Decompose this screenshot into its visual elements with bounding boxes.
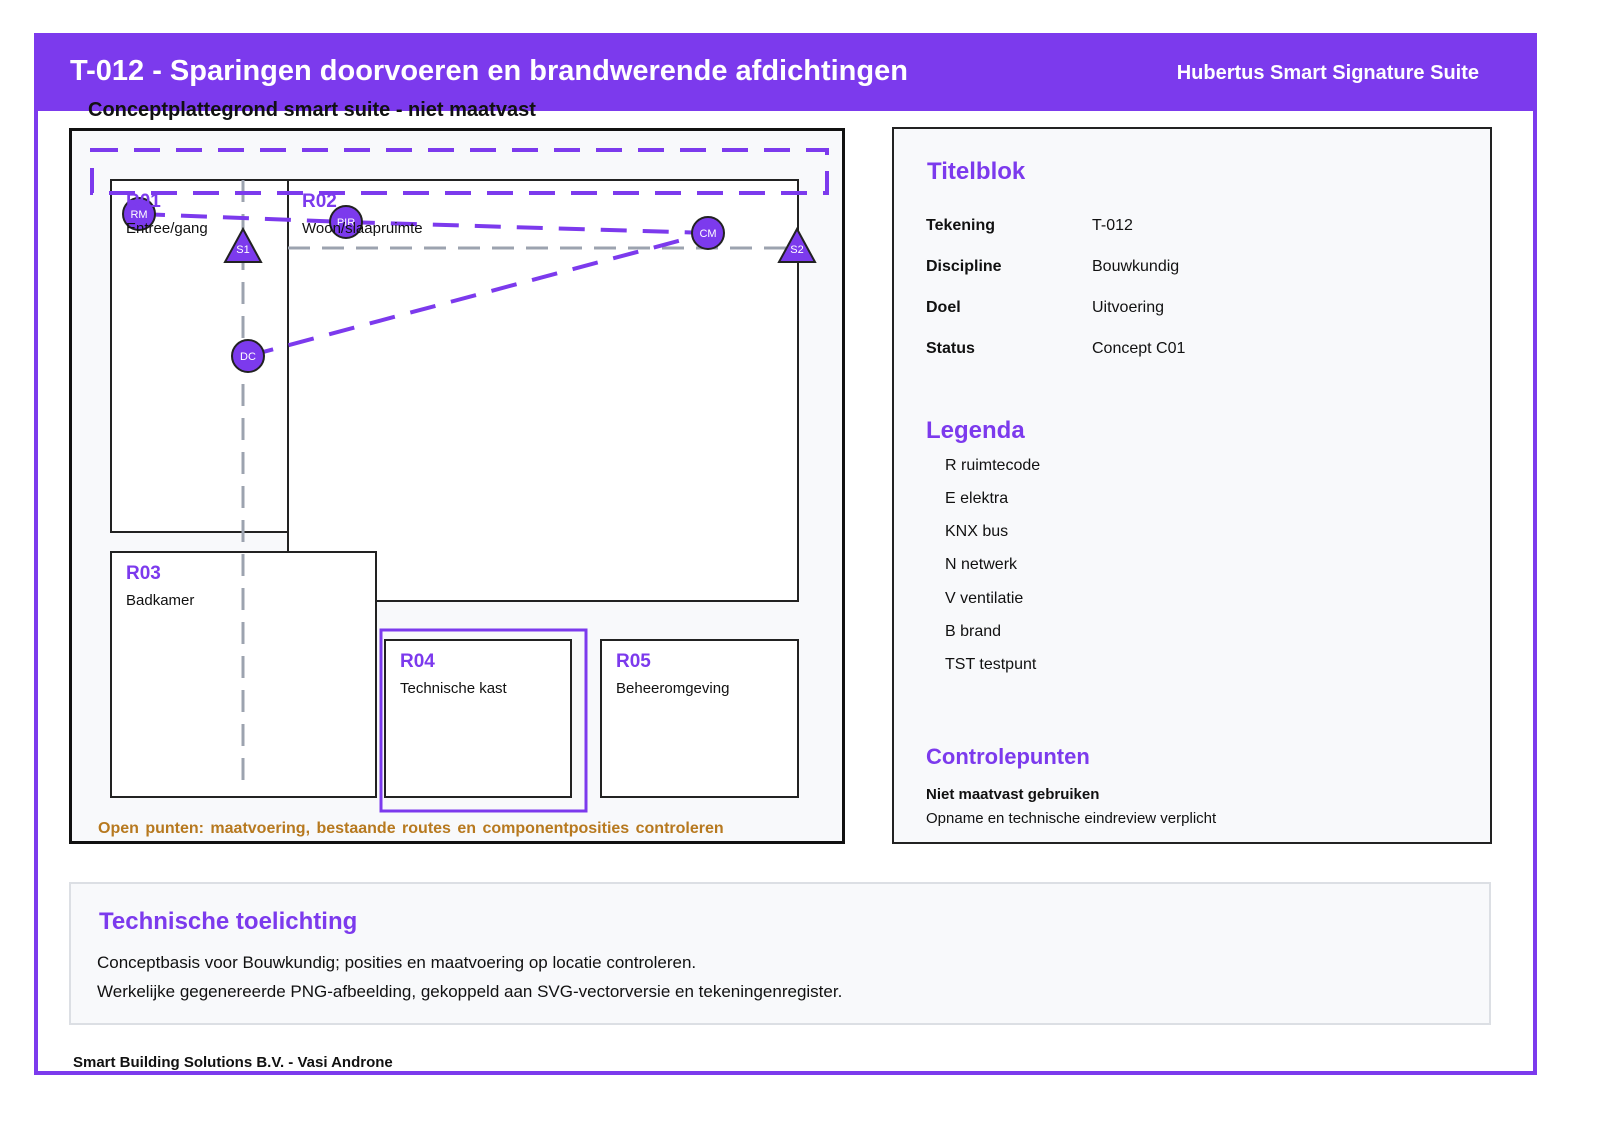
- technical-heading: Technische toelichting: [99, 908, 358, 935]
- s2-penetration-label: S2: [790, 244, 803, 256]
- dc-sensor-symbol: DC: [231, 339, 265, 373]
- s1-penetration-label: S1: [236, 244, 249, 256]
- cm-sensor-symbol: CM: [691, 216, 725, 250]
- room-r04-highlight: [379, 628, 588, 813]
- pir-sensor-symbol: PIR: [329, 205, 363, 239]
- room-r03-code: R03: [126, 563, 161, 584]
- checks-note: Opname en technische eindreview verplich…: [926, 810, 1217, 827]
- titleblock-heading: Titelblok: [927, 158, 1026, 185]
- pir-sensor-label: PIR: [337, 217, 355, 229]
- cable-route-diagonal: [247, 231, 709, 358]
- s2-penetration-symbol: S2: [777, 226, 817, 263]
- checks-bold-note: Niet maatvast gebruiken: [926, 786, 1100, 803]
- drawing-title: T-012 - Sparingen doorvoeren en brandwer…: [70, 55, 908, 87]
- work-zone-boundary: [90, 148, 829, 195]
- technical-line-1: Conceptbasis voor Bouwkundig; posities e…: [97, 953, 697, 972]
- cm-sensor-label: CM: [699, 228, 716, 240]
- tb-val-tekening: T-012: [1092, 217, 1133, 234]
- tb-val-discipline: Bouwkundig: [1092, 258, 1180, 275]
- header-bar: T-012 - Sparingen doorvoeren en brandwer…: [34, 33, 1537, 111]
- dc-sensor-label: DC: [240, 351, 256, 363]
- tb-key-status: Status: [926, 340, 975, 357]
- technical-notes: Technische toelichting Conceptbasis voor…: [69, 882, 1491, 1025]
- tb-key-discipline: Discipline: [926, 258, 1002, 275]
- s1-penetration-symbol: S1: [223, 226, 263, 263]
- room-r02-code: R02: [302, 191, 337, 212]
- room-r04-name: Technische kast: [400, 680, 507, 697]
- legend-item: R ruimtecode: [945, 457, 1041, 474]
- footer-company: Smart Building Solutions B.V. - Vasi And…: [73, 1054, 393, 1071]
- legend-heading: Legenda: [926, 417, 1025, 444]
- room-r05-name: Beheeromgeving: [616, 680, 730, 697]
- room-r04-outline: [384, 639, 572, 798]
- rm-sensor-symbol: RM: [122, 197, 156, 231]
- legend-item: KNX bus: [945, 523, 1009, 540]
- legend-item: N netwerk: [945, 556, 1018, 573]
- room-r01-code: R01: [126, 191, 161, 212]
- tb-val-status: Concept C01: [1092, 340, 1186, 357]
- legend-item: V ventilatie: [945, 590, 1024, 607]
- rm-sensor-label: RM: [130, 209, 147, 221]
- open-points-note: Open punten: maatvoering, bestaande rout…: [98, 820, 724, 837]
- technical-line-2: Werkelijke gegenereerde PNG-afbeelding, …: [97, 982, 843, 1001]
- room-r05-code: R05: [616, 651, 651, 672]
- tb-key-doel: Doel: [926, 299, 961, 316]
- room-r05-outline: [600, 639, 799, 798]
- room-r03-name: Badkamer: [126, 592, 195, 609]
- checks-heading: Controlepunten: [926, 744, 1090, 769]
- room-r02-outline: [287, 179, 799, 602]
- suite-name: Hubertus Smart Signature Suite: [1176, 62, 1479, 84]
- title-block: Titelblok Tekening T-012 Discipline Bouw…: [892, 127, 1492, 844]
- floor-plan-drawing: RM PIR CM DC S1 S2: [90, 148, 829, 813]
- room-r01-name: Entree/gang: [126, 220, 208, 237]
- legend-item: TST testpunt: [945, 656, 1037, 673]
- legend-item: E elektra: [945, 490, 1009, 507]
- legend-item: B brand: [945, 623, 1002, 640]
- room-r02-name: Woon/slaapruimte: [302, 220, 423, 237]
- tb-val-doel: Uitvoering: [1092, 299, 1165, 316]
- tb-key-tekening: Tekening: [926, 217, 996, 234]
- plan-caption: Conceptplattegrond smart suite - niet ma…: [88, 99, 536, 121]
- floor-plan: RM PIR CM DC S1 S2 R01 Entree/gang R02 W…: [69, 128, 845, 844]
- room-r04-code: R04: [400, 651, 435, 672]
